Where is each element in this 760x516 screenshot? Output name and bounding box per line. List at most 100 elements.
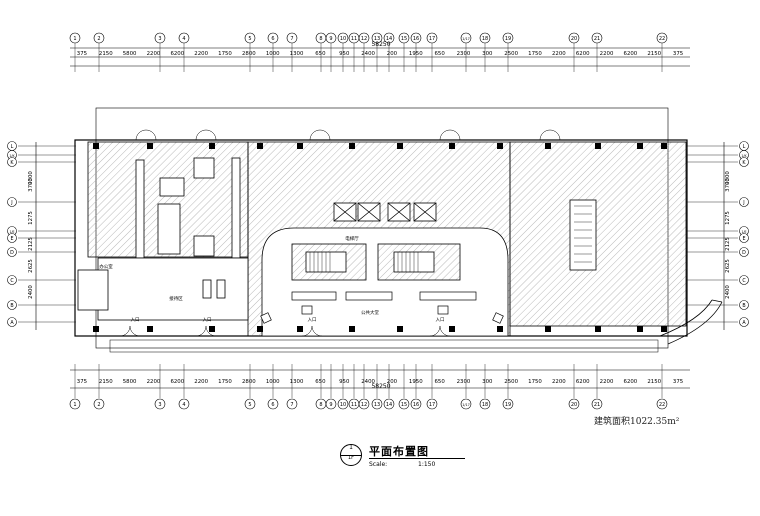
top-grid-label: 14	[386, 36, 392, 42]
top-grid-label: 6	[271, 36, 274, 42]
bottom-grid-bubble	[460, 398, 472, 410]
column	[297, 143, 303, 149]
building-area-note: 建筑面积1022.35m²	[594, 417, 680, 427]
lobby-seat-2	[437, 305, 449, 315]
bottom-grid-bubble	[93, 398, 105, 410]
bottom-dimension-value: 1300	[290, 379, 304, 385]
right-dimension-value: 1275	[725, 211, 731, 225]
top-dimension-value: 6200	[624, 51, 638, 57]
top-grid-label: 10	[340, 36, 346, 42]
left-dimension-value: 1275	[28, 211, 34, 225]
top-grid-bubble	[479, 32, 491, 44]
right-grid-bubble	[739, 233, 749, 243]
column	[349, 326, 355, 332]
top-grid-label: 8	[319, 36, 322, 42]
left-grid-bubble	[7, 300, 17, 310]
top-grid-label: 4	[182, 36, 185, 42]
right-grid-label: K	[742, 160, 746, 166]
bottom-grid-bubble	[325, 398, 337, 410]
ramp	[659, 299, 723, 345]
display-cabinet-2	[193, 235, 215, 257]
lobby-counter-center	[345, 291, 393, 301]
door-swings	[119, 129, 561, 337]
column	[209, 326, 215, 332]
top-grid-label: 21	[594, 36, 600, 42]
top-grid-bubble	[267, 32, 279, 44]
bottom-grid-bubble	[568, 398, 580, 410]
top-grid-label: 15	[401, 36, 407, 42]
bottom-dimension-value: 2300	[457, 379, 471, 385]
top-dimension-value: 6200	[576, 51, 590, 57]
top-dimension-value: 2300	[457, 51, 471, 57]
bottom-dimension-value: 650	[315, 379, 326, 385]
top-grid-label: 22	[659, 36, 665, 42]
top-grid-bubble	[568, 32, 580, 44]
top-dimension-value: 2200	[147, 51, 161, 57]
right-hatched-zone	[509, 141, 687, 327]
bottom-dimension-value: 300	[482, 379, 493, 385]
top-dimension-value: 2150	[99, 51, 113, 57]
column	[257, 143, 263, 149]
top-dimension-value: 950	[339, 51, 350, 57]
top-grid-bubble	[154, 32, 166, 44]
left-grid-bubble	[7, 197, 17, 207]
bottom-grid-bubble	[426, 398, 438, 410]
scale-label: Scale:	[369, 461, 388, 468]
stair-right-wing	[569, 199, 597, 271]
bottom-grid-bubble	[383, 398, 395, 410]
entrance-labels: 入口 入口 入口 入口	[131, 317, 445, 323]
top-grid-bubble	[656, 32, 668, 44]
lobby-counter-left	[291, 291, 337, 301]
top-dimension-value: 650	[434, 51, 445, 57]
right-dimension-value: 2400	[725, 285, 731, 299]
bottom-grid-bubble	[154, 398, 166, 410]
top-dimension-value: 2200	[600, 51, 614, 57]
top-grid-label: 20	[571, 36, 577, 42]
right-grid-label: J	[742, 200, 744, 206]
column	[297, 326, 303, 332]
right-grid-label: B	[742, 303, 745, 309]
bottom-grid-bubble	[502, 398, 514, 410]
column	[147, 143, 153, 149]
top-grid-label: 2	[97, 36, 100, 42]
reception-desk-2	[216, 279, 226, 299]
display-panel	[157, 203, 181, 255]
bottom-grid-bubble	[479, 398, 491, 410]
top-dimension-value: 1300	[290, 51, 304, 57]
column	[449, 326, 455, 332]
column	[497, 143, 503, 149]
bottom-grid-bubble	[69, 398, 81, 410]
right-grid-bubble	[739, 247, 749, 257]
top-grid-label: 16	[413, 36, 419, 42]
bottom-dimension-value: 5800	[123, 379, 137, 385]
side-office	[77, 269, 109, 311]
top-grid-bubble	[591, 32, 603, 44]
bottom-grid-label: 5	[248, 402, 251, 408]
drawing-title-block: 1 1F 平面布置图 Scale: 1:150	[340, 444, 465, 474]
display-shelf-2	[231, 157, 241, 259]
entrance-label-1: 入口	[131, 317, 140, 323]
bottom-grid-label: 10	[340, 402, 346, 408]
overall-dimension-top: 58250	[371, 41, 390, 48]
left-grid-label: C	[10, 278, 14, 284]
bottom-dimension-value: 200	[387, 379, 398, 385]
top-dimension-value: 2200	[552, 51, 566, 57]
left-dimension-value: 2625	[28, 259, 34, 273]
bottom-dimension-value: 2200	[147, 379, 161, 385]
top-grid-bubble	[325, 32, 337, 44]
bottom-dimension-value: 2200	[194, 379, 208, 385]
top-grid-label: 9	[329, 36, 332, 42]
bottom-grid-bubble	[286, 398, 298, 410]
bottom-grid-bubble	[591, 398, 603, 410]
left-dimension-value: 2400	[28, 285, 34, 299]
right-grid-label: A	[742, 320, 746, 326]
elevator-hall-label: 电梯厅	[345, 235, 359, 242]
top-grid-bubble	[371, 32, 383, 44]
top-grid-label: 18	[482, 36, 488, 42]
reception-label: 接待区	[169, 295, 183, 302]
top-grid-bubble	[502, 32, 514, 44]
